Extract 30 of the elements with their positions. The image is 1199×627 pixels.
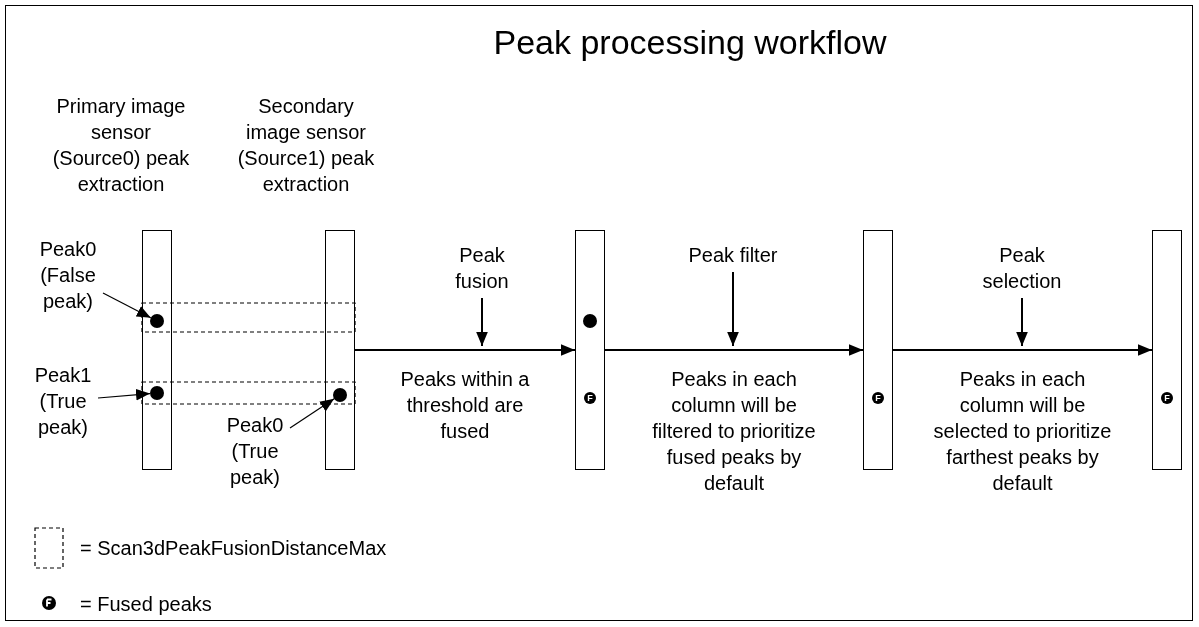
leader-line xyxy=(289,398,335,429)
column-heading: Secondary image sensor (Source1) peak extraction xyxy=(236,94,376,197)
peak-dot xyxy=(150,314,164,328)
title: Peak processing workflow xyxy=(492,22,888,62)
peak-column-bar xyxy=(863,230,893,470)
step-label: Peak selection xyxy=(972,242,1072,294)
fused-peak-marker: F xyxy=(1161,392,1173,404)
peak-column-bar xyxy=(1152,230,1182,470)
step-label: Peak1 (True peak) xyxy=(28,362,98,440)
step-label: Peak filter xyxy=(683,242,783,268)
fused-peak-marker: F xyxy=(872,392,884,404)
leader-line xyxy=(97,388,151,401)
arrow xyxy=(727,271,739,347)
peak-dot xyxy=(333,388,347,402)
arrow xyxy=(892,344,1153,356)
fused-peak-marker: F xyxy=(584,392,596,404)
peak-column-bar xyxy=(575,230,605,470)
column-heading: Primary image sensor (Source0) peak extraction xyxy=(51,94,191,197)
arrow xyxy=(354,344,576,356)
peak-dot xyxy=(150,386,164,400)
legend-text: = Fused peaks xyxy=(80,592,212,617)
step-label: Peak0 (True peak) xyxy=(220,412,290,490)
arrow xyxy=(1016,297,1028,347)
step-label: Peak fusion xyxy=(432,242,532,294)
arrow xyxy=(476,297,488,347)
arrow xyxy=(604,344,864,356)
peak-dot xyxy=(583,314,597,328)
legend-text: = Scan3dPeakFusionDistanceMax xyxy=(80,536,387,561)
step-label: Peak0 (False peak) xyxy=(33,236,103,314)
leader-line xyxy=(102,292,152,319)
